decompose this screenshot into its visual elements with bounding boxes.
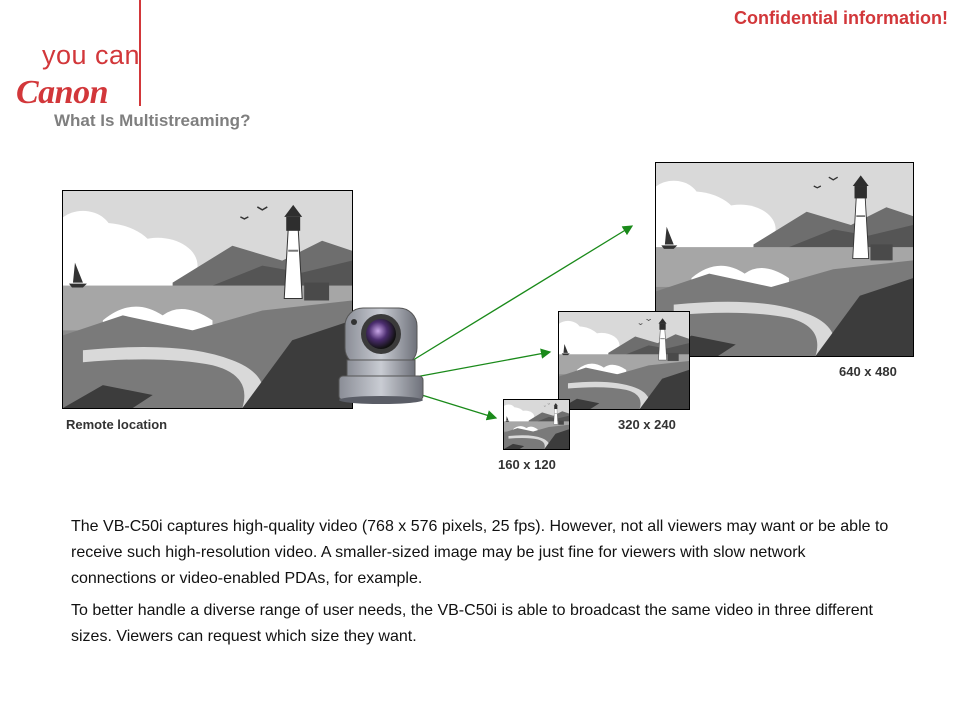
logo-brand: Canon bbox=[16, 74, 109, 111]
size-label-320x240: 320 x 240 bbox=[618, 417, 676, 432]
body-paragraph-1: The VB-C50i captures high-quality video … bbox=[71, 518, 889, 587]
logo-divider bbox=[139, 0, 141, 106]
size-label-160x120: 160 x 120 bbox=[498, 457, 556, 472]
page-title: What Is Multistreaming? bbox=[54, 111, 251, 130]
camera-icon bbox=[338, 307, 424, 404]
arrow-to-640x480 bbox=[404, 225, 634, 366]
size-label-640x480: 640 x 480 bbox=[839, 364, 897, 379]
arrow-to-160x120 bbox=[411, 391, 498, 421]
body-text: The VB-C50i captures high-quality video … bbox=[71, 514, 891, 650]
remote-location-image bbox=[62, 190, 353, 409]
output-image-160x120 bbox=[503, 399, 570, 450]
output-image-320x240 bbox=[558, 311, 690, 410]
confidential-notice: Confidential information! bbox=[734, 8, 948, 28]
logo-tagline: you can bbox=[42, 40, 141, 70]
arrow-to-320x240 bbox=[409, 348, 552, 379]
output-image-640x480 bbox=[655, 162, 914, 357]
body-paragraph-2: To better handle a diverse range of user… bbox=[71, 602, 873, 645]
remote-location-label: Remote location bbox=[66, 417, 168, 432]
